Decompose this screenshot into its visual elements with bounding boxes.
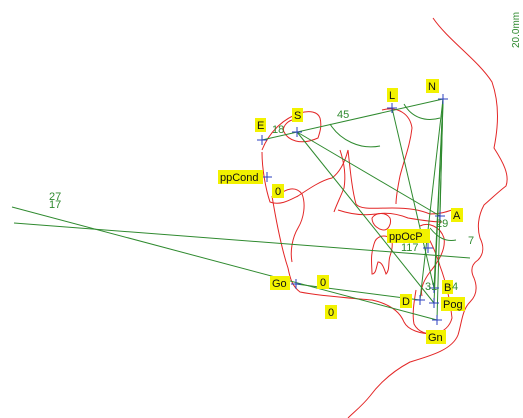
n-d-line — [419, 98, 444, 301]
angle-arc-n — [403, 103, 441, 120]
label-ppocp: ppOcP — [389, 231, 423, 243]
label-d: D — [402, 296, 410, 308]
scale-label: 20.0mm — [511, 12, 522, 48]
mandibular-plane-line — [11, 206, 438, 321]
zero-tag-1: 0 — [275, 186, 281, 198]
marker-d — [415, 295, 425, 305]
marker-ppocp — [423, 243, 433, 253]
l-b-line — [391, 107, 435, 289]
value-31: 31 — [425, 281, 437, 293]
ramus-notch-outline — [277, 188, 305, 263]
n-gn-line — [436, 98, 444, 321]
zero-tags: 0 0 0 — [272, 184, 337, 319]
landmark-markers — [257, 94, 448, 325]
marker-gn — [432, 315, 442, 325]
facial-profile-outline — [347, 17, 508, 418]
s-n-line — [261, 98, 444, 141]
marker-n — [438, 94, 448, 104]
label-l: L — [389, 90, 395, 102]
label-n: N — [428, 81, 436, 93]
measurement-lines — [11, 98, 471, 321]
s-a-line — [296, 131, 441, 217]
label-ppcond: ppCond — [220, 172, 259, 184]
marker-b — [429, 283, 439, 293]
label-b: B — [444, 282, 451, 294]
value-18: 18 — [272, 124, 284, 136]
label-gn: Gn — [428, 332, 443, 344]
measurement-values: 18 45 27 17 29 117 7 31 4 — [49, 109, 474, 293]
angle-arc-45 — [329, 123, 381, 148]
marker-ppcond — [262, 172, 272, 182]
marker-e — [257, 135, 267, 145]
marker-l — [387, 103, 397, 113]
value-117: 117 — [401, 242, 419, 254]
label-go: Go — [272, 278, 287, 290]
value-29: 29 — [436, 218, 448, 230]
value-27: 27 — [49, 191, 61, 203]
orbit-outline — [381, 108, 413, 205]
marker-s — [292, 127, 302, 137]
cranial-base-outline — [261, 111, 322, 151]
maxilla-outline — [261, 149, 453, 215]
s-pog-line — [296, 131, 435, 304]
zero-tag-3: 0 — [328, 307, 334, 319]
mandible-outline — [271, 195, 453, 335]
label-s: S — [294, 110, 301, 122]
occlusal-plane-line — [13, 222, 471, 259]
value-45: 45 — [337, 109, 349, 121]
landmark-labels: N L S E ppCond A ppOcP Go B Pog D Gn — [218, 79, 465, 344]
symphysis-outline — [412, 289, 437, 335]
zygoma-outline — [333, 149, 346, 213]
marker-a — [435, 211, 445, 221]
upper-molar-outline — [371, 213, 391, 231]
gonial-line — [295, 283, 421, 301]
n-pog-line — [433, 98, 444, 304]
marker-go — [291, 279, 301, 289]
value-7: 7 — [468, 235, 474, 247]
value-4: 4 — [452, 281, 458, 293]
angle-arc-a — [429, 227, 457, 241]
label-pog: Pog — [443, 299, 463, 311]
zero-tag-2: 0 — [320, 277, 326, 289]
value-17: 17 — [49, 199, 61, 211]
label-e: E — [257, 120, 264, 132]
marker-pog — [429, 298, 439, 308]
label-a: A — [453, 210, 461, 222]
palate-outline — [337, 209, 443, 223]
